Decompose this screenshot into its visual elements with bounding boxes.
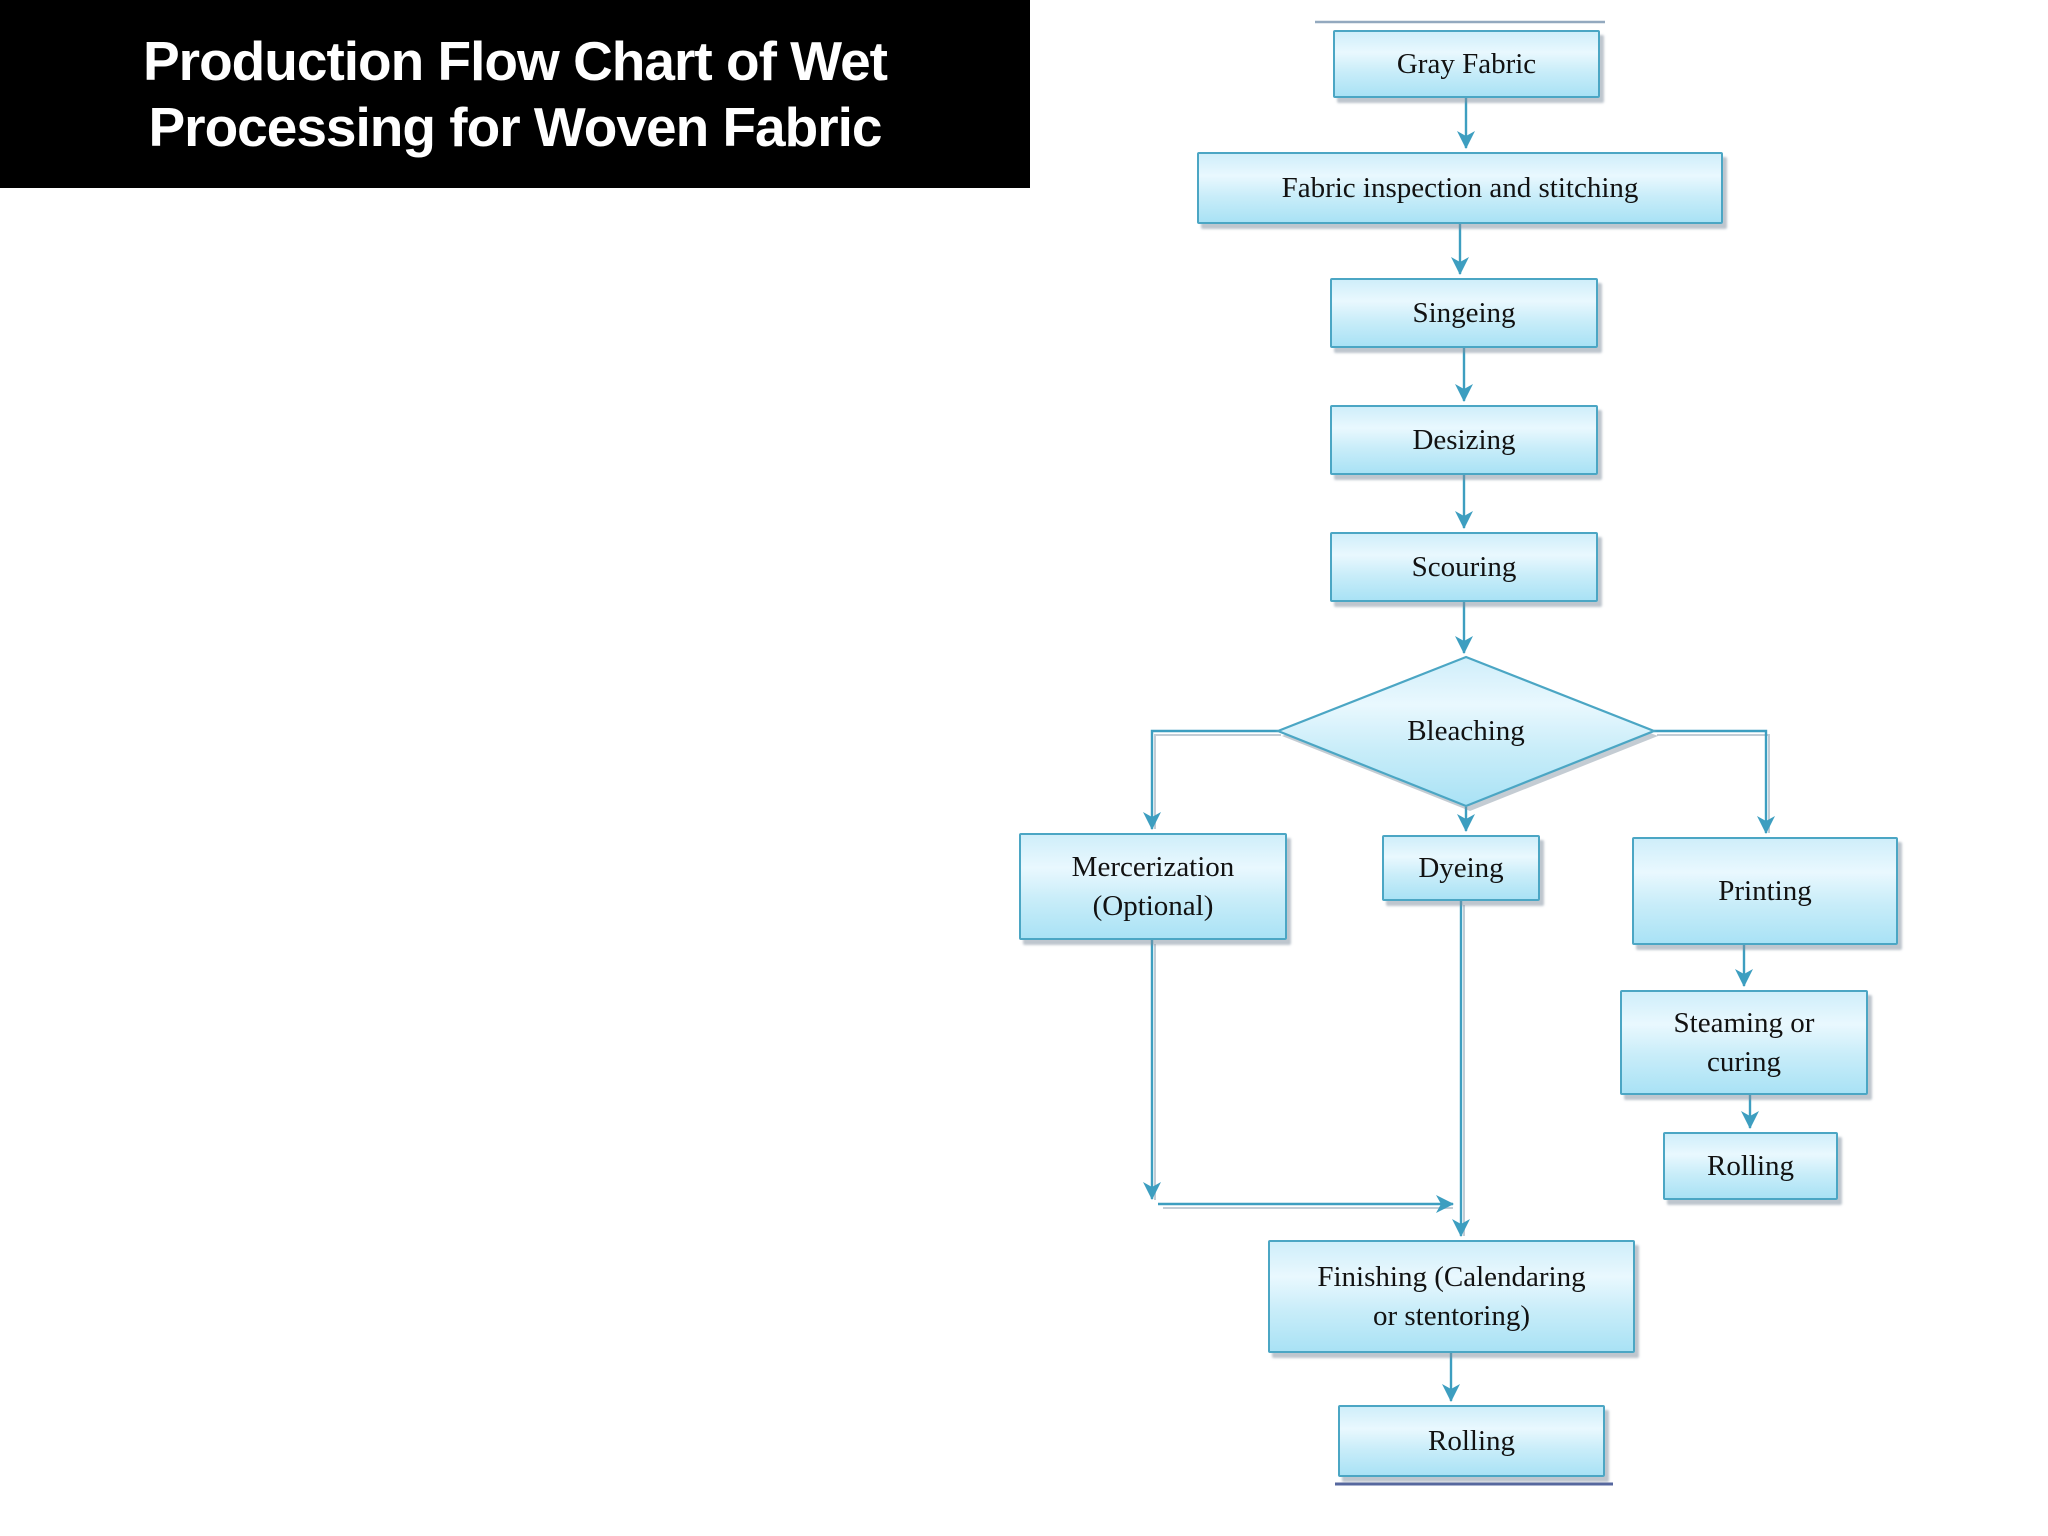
node-bleaching-shape: [1275, 655, 1658, 811]
node-steaming-line1: Steaming or: [1673, 1007, 1815, 1040]
node-singeing: Singeing: [1330, 278, 1598, 348]
slide-title-line2: Processing for Woven Fabric: [148, 96, 882, 158]
node-mercerization-line2: (Optional): [1092, 889, 1214, 922]
node-fabric-inspection: Fabric inspection and stitching: [1197, 152, 1723, 224]
node-steaming: Steaming or curing: [1620, 990, 1868, 1095]
node-finishing-line2: or stentoring): [1372, 1299, 1531, 1332]
node-mercerization-line1: Mercerization: [1071, 851, 1235, 884]
node-mercerization: Mercerization (Optional): [1019, 833, 1287, 940]
node-gray-fabric: Gray Fabric: [1333, 30, 1600, 98]
node-dyeing: Dyeing: [1382, 835, 1540, 901]
node-rolling-final: Rolling: [1338, 1405, 1605, 1477]
slide-title: Production Flow Chart of Wet Processing …: [0, 0, 1030, 188]
node-finishing-line1: Finishing (Calendaring: [1317, 1261, 1586, 1294]
node-printing: Printing: [1632, 837, 1898, 945]
node-steaming-line2: curing: [1706, 1045, 1782, 1078]
edge-bleaching-to-printing: [1654, 729, 1775, 834]
slide-title-line1: Production Flow Chart of Wet: [143, 30, 888, 92]
node-rolling-after-steaming: Rolling: [1663, 1132, 1838, 1200]
edge-bleaching-to-mercerization: [1143, 729, 1278, 830]
node-scouring: Scouring: [1330, 532, 1598, 602]
connector-shadows: [1154, 734, 1770, 1236]
node-desizing: Desizing: [1330, 405, 1598, 475]
node-finishing: Finishing (Calendaring or stentoring): [1268, 1240, 1635, 1353]
node-bleaching-label: Bleaching: [1407, 714, 1525, 747]
